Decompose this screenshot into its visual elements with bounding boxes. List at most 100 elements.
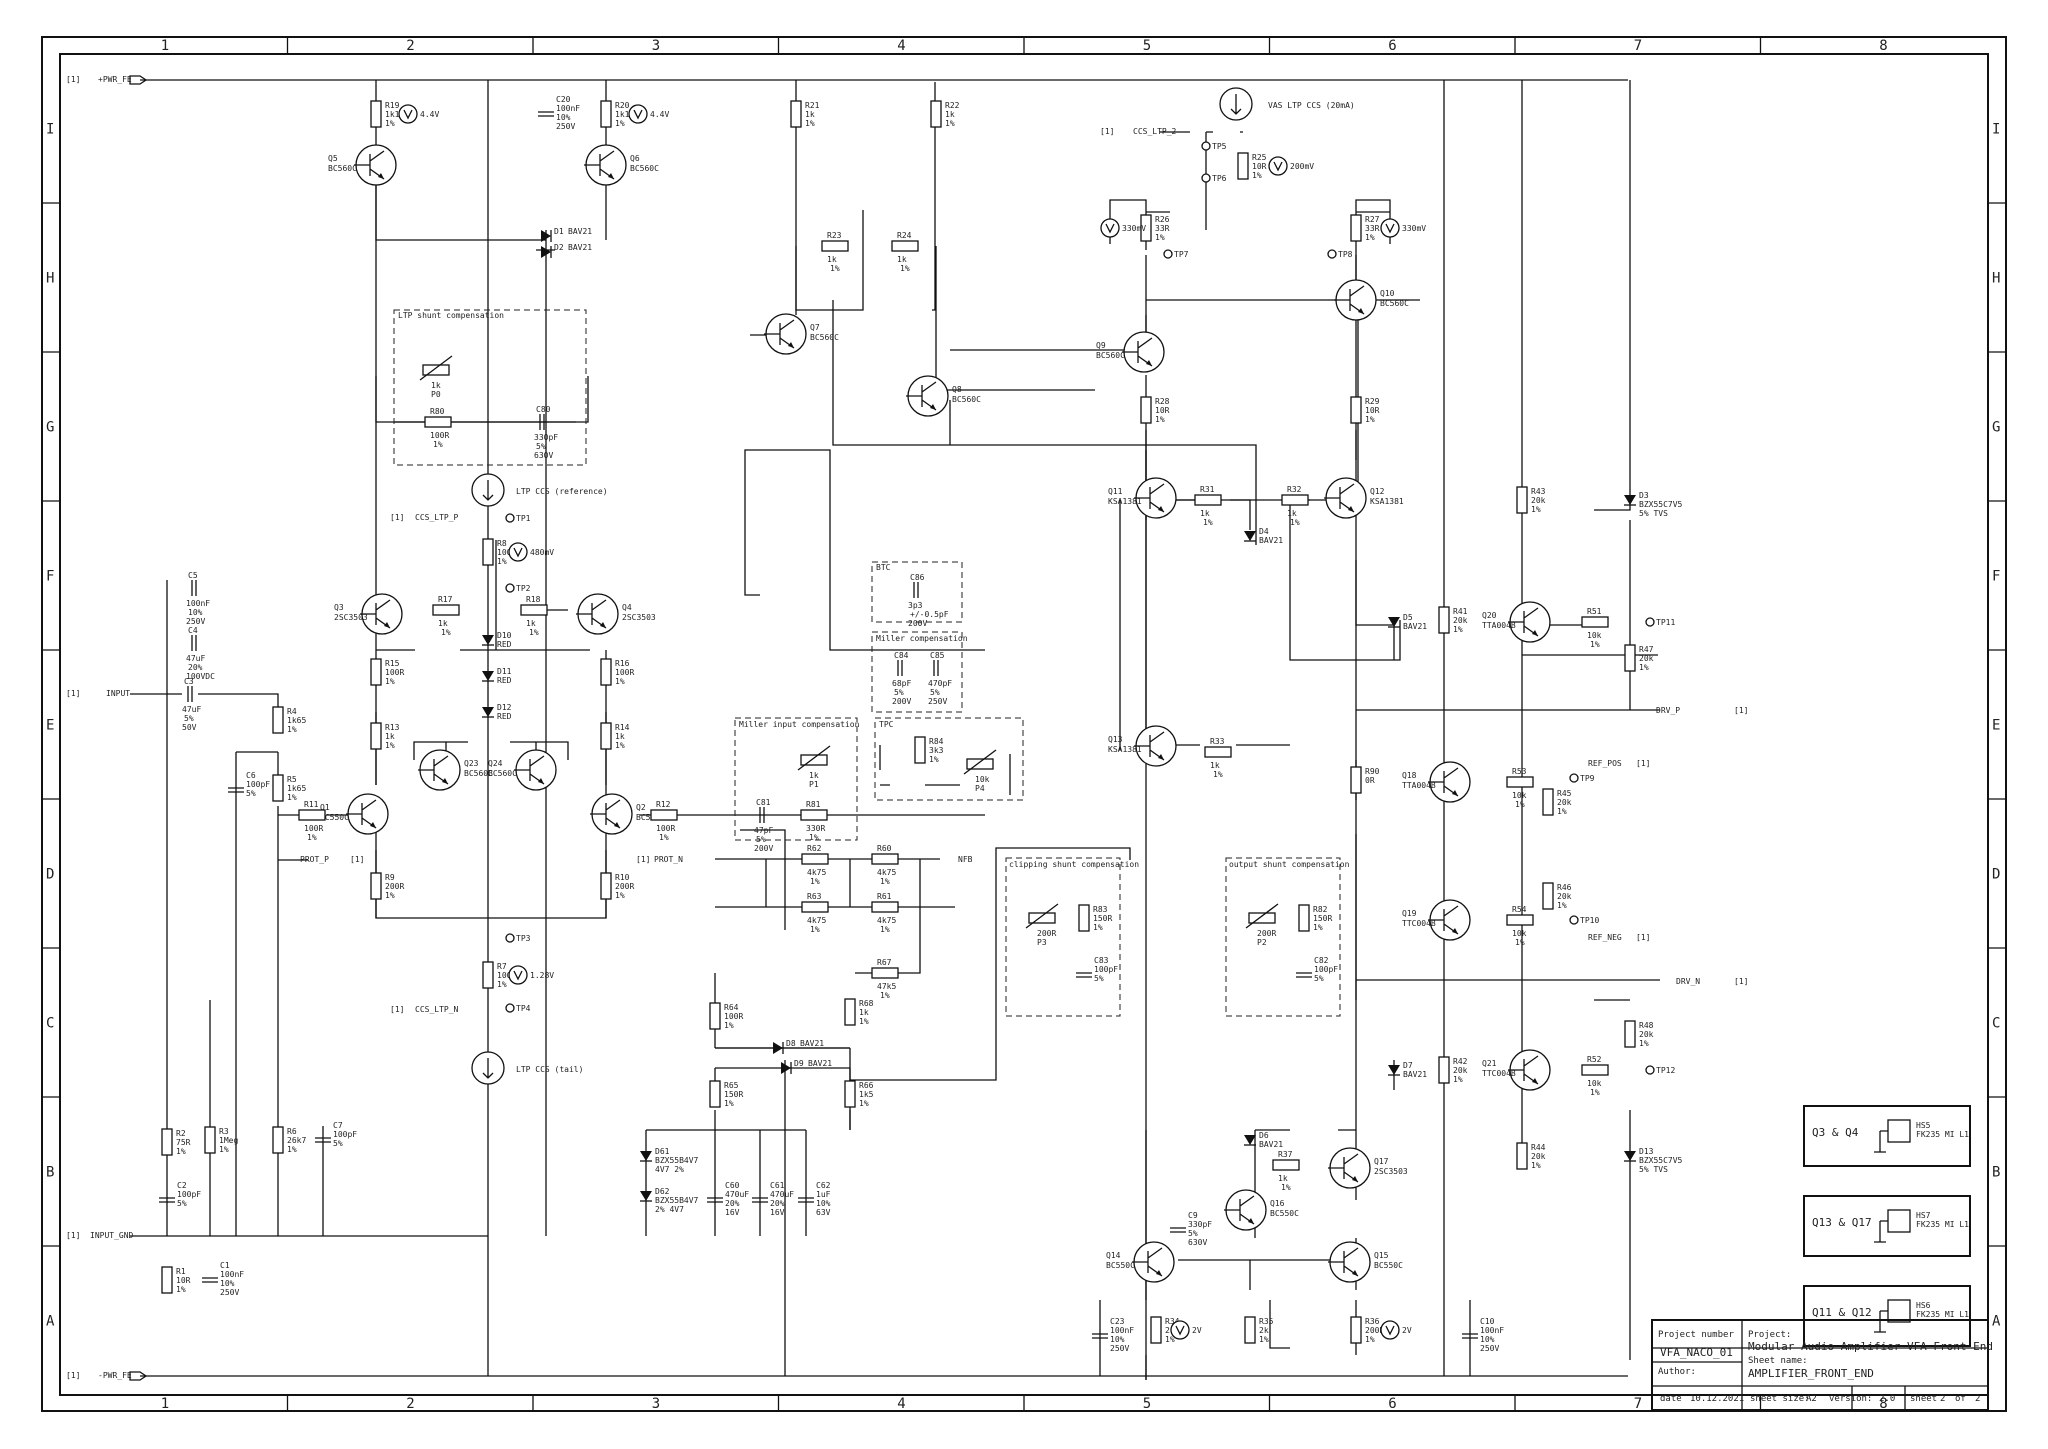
resistor-ref: R90 (1365, 767, 1380, 776)
zone-row-right-C: C (1992, 1016, 2000, 1032)
heatsink-ref: HS5 (1916, 1121, 1931, 1130)
resistor-tolerance: 1% (945, 119, 955, 128)
capacitor-voltage: 200V (754, 844, 773, 853)
resistor-tolerance: 1% (287, 793, 297, 802)
resistor-ref: R11 (304, 800, 319, 809)
capacitor-ref: C7 (333, 1121, 343, 1130)
transistor-part: BC560C (810, 333, 839, 342)
testpoint-tp8: TP8 (1327, 249, 1353, 259)
tb-version-label: version: (1829, 1394, 1872, 1404)
resistor-ref: R54 (1512, 905, 1527, 914)
note-vas-ccs: VAS LTP CCS (20mA) (1268, 101, 1355, 110)
pot-ref: P0 (431, 390, 441, 399)
resistor-ref: R67 (877, 958, 892, 967)
zone-row-G: G (46, 420, 54, 436)
zone-row-right-E: E (1992, 718, 2000, 734)
resistor-value: 100R (497, 548, 516, 557)
resistor-tolerance: 1% (176, 1147, 186, 1156)
resistor-ref: R24 (897, 231, 912, 240)
resistor-value: 200R (1365, 1326, 1384, 1335)
pot-ref: P2 (1257, 938, 1267, 947)
resistor-ref: R41 (1453, 607, 1468, 616)
btc-title: BTC (876, 563, 891, 572)
transistor-part: BC560C (488, 769, 517, 778)
capacitor-value: 47uF (182, 705, 201, 714)
resistor-value: 330R (806, 824, 825, 833)
resistor-tolerance: 1% (615, 741, 625, 750)
resistor-ref: R36 (1365, 1317, 1380, 1326)
diode-ref: D6 (1259, 1131, 1269, 1140)
capacitor-voltage: 200V (908, 619, 927, 628)
resistor-tolerance: 1% (287, 725, 297, 734)
resistor-ref: R46 (1557, 883, 1572, 892)
capacitor-voltage: 250V (1110, 1344, 1129, 1353)
resistor-value: 100R (497, 971, 516, 980)
resistor-tolerance: 1% (615, 677, 625, 686)
resistor-value: 20k (1453, 1066, 1468, 1075)
transistor-part: BC550C (1270, 1209, 1299, 1218)
testpoint-ref: TP4 (516, 1004, 531, 1013)
zone-row-right-D: D (1992, 867, 2000, 883)
port-labels: [1] +PWR_FE [1] -PWR_FE [1] INPUT [1] IN… (66, 75, 1748, 1381)
capacitor-ref: C83 (1094, 956, 1109, 965)
zone-col-5: 5 (1143, 38, 1151, 54)
capacitor-value: 100nF (220, 1270, 244, 1279)
clipping-shunt-title: clipping shunt compensation (1009, 860, 1139, 869)
zone-row-right-G: G (1992, 420, 2000, 436)
resistor-value: 0R (1365, 776, 1375, 785)
resistor-ref: R34 (1165, 1317, 1180, 1326)
port-input-ref: [1] (66, 689, 80, 698)
port-ref-pos: REF_POS (1588, 759, 1622, 768)
capacitor-tolerance: 10% (816, 1199, 831, 1208)
resistor-value: 150R (1313, 914, 1332, 923)
resistor-value: 1k (805, 110, 815, 119)
testpoint-ref: TP7 (1174, 250, 1189, 259)
zone-col-bottom-2: 2 (406, 1396, 414, 1412)
testpoint-ref: TP12 (1656, 1066, 1675, 1075)
diode-extra: 5% TVS (1639, 1165, 1668, 1174)
transistor-ref: Q15 (1374, 1251, 1389, 1260)
diode-ref: D13 (1639, 1147, 1654, 1156)
resistor-ref: R33 (1210, 737, 1225, 746)
capacitor-tolerance: 5% (536, 442, 546, 451)
transistor-part: 2SC3503 (334, 613, 368, 622)
transistor-ref: Q3 (334, 603, 344, 612)
capacitor-ref: C82 (1314, 956, 1329, 965)
resistor-tolerance: 1% (615, 891, 625, 900)
resistor-ref: R44 (1531, 1143, 1546, 1152)
pot-value: 200R (1037, 929, 1056, 938)
capacitor-value: 47pF (754, 826, 773, 835)
resistor-tolerance: 1% (1203, 518, 1213, 527)
inner-frame (59, 53, 1989, 1396)
resistor-tolerance: 1% (385, 119, 395, 128)
resistor-ref: R62 (807, 844, 822, 853)
resistor-ref: R26 (1155, 215, 1170, 224)
zone-row-D: D (46, 867, 54, 883)
resistor-value: 1k (385, 732, 395, 741)
voltmeter-v36: 2V (1380, 1320, 1412, 1340)
resistor-ref: R68 (859, 999, 874, 1008)
resistor-value: 1k (1278, 1174, 1288, 1183)
resistor-value: 10k (1512, 929, 1527, 938)
capacitor-value: 100pF (1094, 965, 1118, 974)
capacitor-tolerance: 10% (1480, 1335, 1495, 1344)
